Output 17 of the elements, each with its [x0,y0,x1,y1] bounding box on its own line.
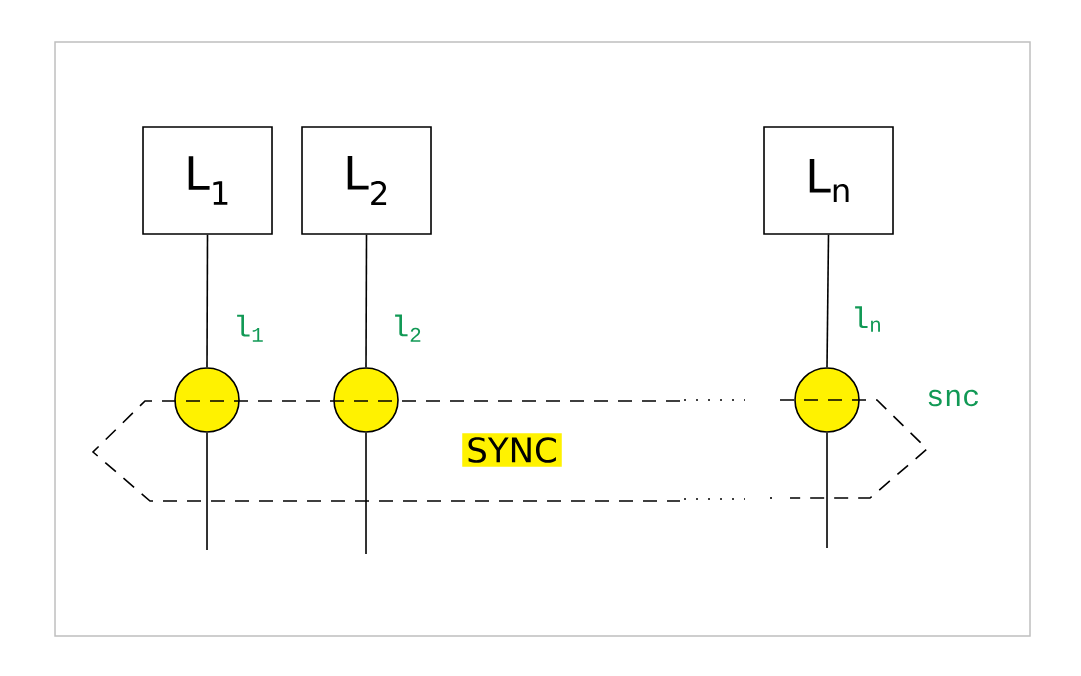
connector-line [365,234,368,368]
node-label: snc [928,389,979,407]
sync-band: SYNC [91,399,929,502]
junction-circle [794,367,860,433]
connector-line [365,432,367,555]
connector-line [206,432,208,551]
node-label: l$_{n}$ [855,306,880,332]
junction-circle [333,367,399,433]
node-label: l$_{1}$ [237,314,263,342]
connector-line [206,234,209,368]
node-label: l$_{2}$ [395,314,421,342]
process-box: L$_{2}$ [301,126,432,235]
process-box: L$_{n}$ [763,126,894,235]
connector-line [826,432,828,549]
connector-line [826,234,830,368]
process-box: L$_{1}$ [142,126,273,235]
junction-circle [174,367,240,433]
